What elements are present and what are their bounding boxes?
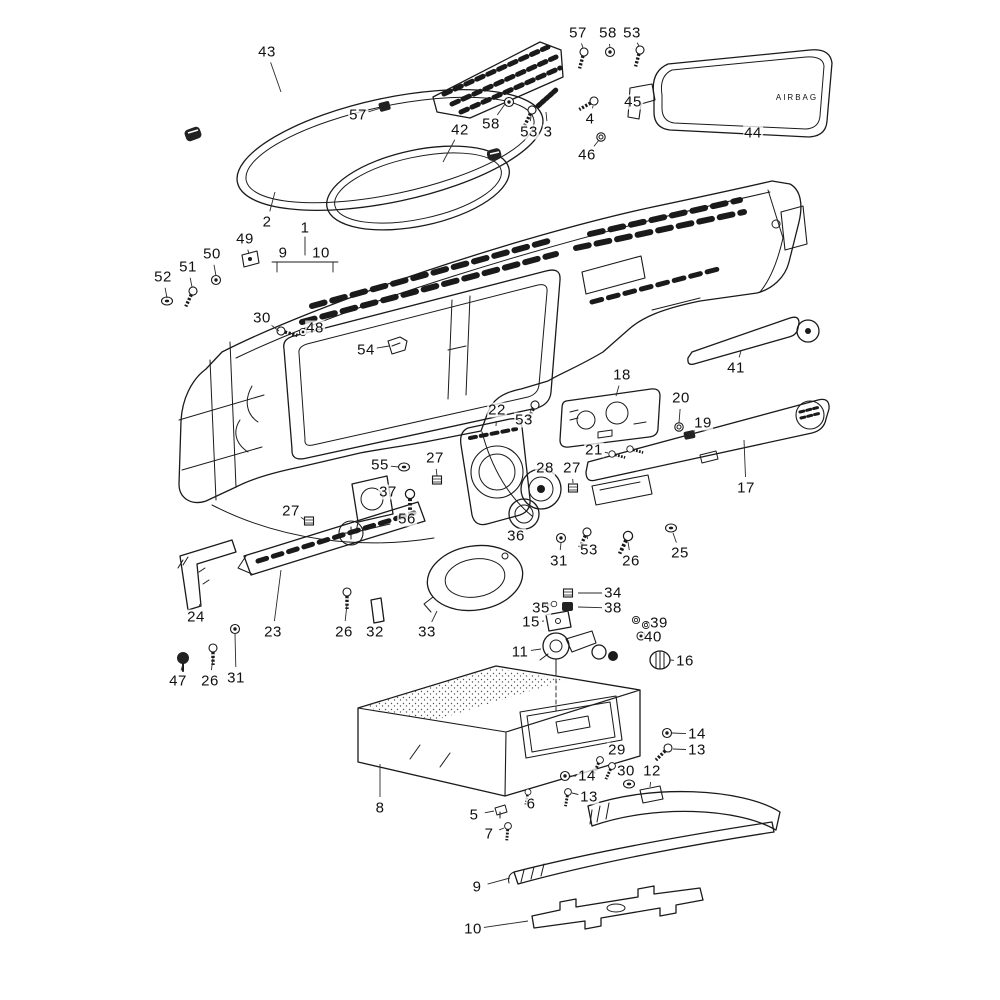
leader-line-23 [273, 569, 282, 622]
leader-line-31 [234, 633, 237, 668]
leader-line-38 [577, 606, 603, 609]
leader-line-53 [636, 42, 640, 47]
leader-line-57 [581, 43, 584, 49]
leader-lines [164, 42, 746, 928]
leader-line-24 [198, 603, 201, 607]
leader-line-9 [487, 877, 511, 885]
leader-line-53 [529, 406, 534, 412]
leader-line-41 [738, 350, 742, 358]
leader-line-21 [604, 451, 609, 454]
leader-line-53 [529, 115, 532, 122]
leader-line-26 [344, 603, 348, 622]
leader-line-53 [586, 534, 588, 540]
dark-fastener-clips [184, 101, 696, 611]
leader-line-25 [672, 532, 677, 543]
leader-line-47 [180, 663, 184, 671]
dashboard-artwork [177, 41, 833, 930]
leader-line-42 [442, 139, 456, 163]
leader-line-26 [627, 541, 630, 551]
leader-line-58 [496, 103, 506, 116]
leader-line-52 [164, 287, 168, 299]
clip-highlights [187, 129, 500, 155]
leader-line-43 [270, 62, 282, 93]
leader-line-27 [300, 516, 306, 521]
leader-line-12 [649, 781, 652, 788]
leader-line-3 [545, 111, 548, 122]
leader-line-46 [593, 139, 600, 147]
leader-line-7 [499, 827, 505, 831]
leader-line-10 [483, 920, 529, 928]
leader-line-14 [671, 732, 687, 735]
leader-line-11 [530, 648, 542, 651]
leader-line-33 [431, 610, 438, 623]
leader-line-49 [247, 249, 250, 255]
leader-line-18 [615, 385, 620, 397]
leader-line-51 [189, 277, 193, 288]
leader-line-4 [592, 105, 594, 109]
leader-line-31 [559, 542, 562, 551]
leader-line-57 [368, 107, 382, 113]
leader-line-17 [743, 439, 746, 478]
leader-line-26 [210, 657, 214, 671]
leader-line-30 [270, 324, 280, 332]
leader-line-13 [571, 792, 579, 795]
leader-line-19 [691, 430, 696, 434]
leader-line-27 [435, 468, 438, 477]
leader-line-58 [609, 43, 611, 49]
leader-line-55 [390, 465, 400, 468]
leader-line-50 [213, 264, 217, 277]
airbag-text: AIRBAG [776, 93, 818, 102]
leader-line-13 [672, 748, 687, 750]
leader-line-54 [376, 345, 390, 349]
leader-line-5 [484, 810, 495, 814]
leader-line-20 [678, 408, 681, 424]
leader-line-2 [269, 191, 276, 212]
